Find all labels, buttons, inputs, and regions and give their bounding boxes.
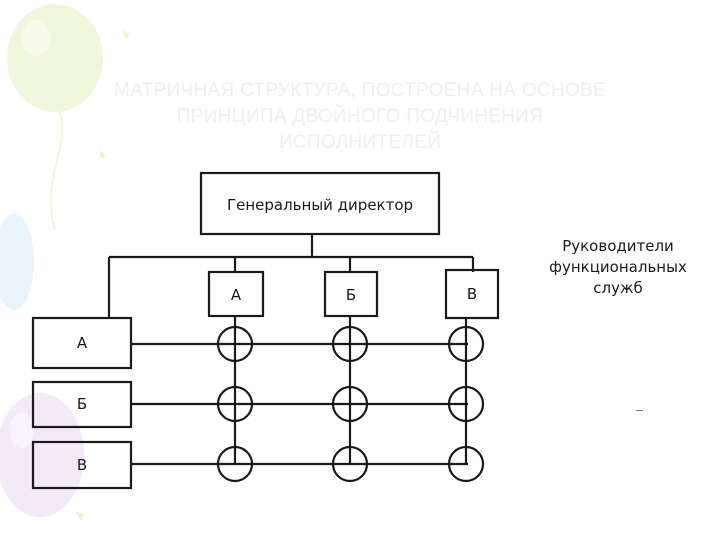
intersection-v-b (331, 445, 369, 483)
intersection-a-b (331, 325, 369, 363)
confetti-3 (76, 512, 84, 521)
intersection-b-v (447, 385, 485, 423)
functional-managers-line-3: служб (593, 279, 643, 297)
column-box-b (323, 270, 379, 318)
row-label-a: А (77, 334, 88, 352)
functional-managers-line-1: Руководители (562, 237, 674, 255)
slide-title-line-3: ИСПОЛНИТЕЛЕЙ (278, 132, 442, 153)
row-label-v: В (77, 456, 87, 474)
row-box-b (31, 380, 133, 429)
stray-dash-mark (636, 410, 643, 411)
intersection-v-v (447, 445, 485, 483)
slide-title-line-2: ПРИНЦИПА ДВОЙНОГО ПОДЧИНЕНИЯ (176, 106, 544, 127)
confetti-2 (100, 150, 106, 159)
intersection-b-a (216, 385, 254, 423)
functional-managers-line-2: функциональных (549, 258, 687, 276)
intersection-a-a (216, 325, 254, 363)
intersection-v-a (216, 445, 254, 483)
row-box-a (31, 316, 133, 370)
general-director-label: Генеральный директор (227, 196, 413, 214)
general-director-box (199, 171, 441, 236)
lilac-balloon-highlight (10, 412, 34, 448)
column-box-v (444, 268, 500, 320)
confetti-1 (122, 30, 130, 40)
column-box-a (207, 270, 265, 318)
row-box-v (31, 440, 133, 490)
functional-managers-label: Руководители функциональных служб (528, 236, 708, 299)
slide-title-line-1: МАТРИЧНАЯ СТРУКТУРА, ПОСТРОЕНА НА ОСНОВЕ (114, 80, 606, 101)
slide-title: МАТРИЧНАЯ СТРУКТУРА, ПОСТРОЕНА НА ОСНОВЕ… (40, 78, 680, 156)
blue-balloon-shape (0, 214, 34, 310)
column-label-a: А (231, 286, 242, 304)
green-balloon-highlight (22, 20, 50, 56)
intersection-b-b (331, 385, 369, 423)
column-label-v: В (467, 285, 477, 303)
balloon-string (49, 111, 64, 231)
intersection-a-v (447, 325, 485, 363)
row-label-b: Б (77, 395, 87, 413)
column-label-b: Б (346, 286, 356, 304)
